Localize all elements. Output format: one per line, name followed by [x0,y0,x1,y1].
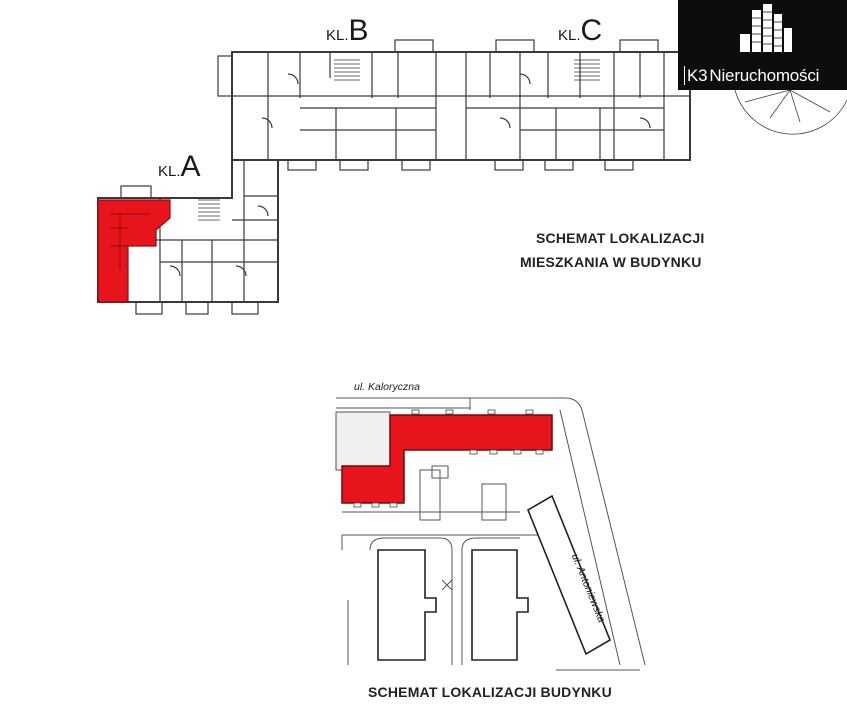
building-east [526,494,612,656]
stair-label-c: KL.C [558,14,602,48]
stair-label-a-prefix: KL. [158,163,181,180]
brand-wordmark: Nieruchomości [709,66,820,85]
building-west [377,549,437,661]
street-label-north: ul. Kaloryczna [354,381,420,393]
highlighted-building [341,414,553,504]
stair-label-a: KL.A [158,150,201,184]
compass-rose-icon [734,89,847,135]
highlighted-apartment [97,199,171,303]
site-plan-caption: SCHEMAT LOKALIZACJI BUDYNKU [368,684,612,700]
floor-plan-caption-line1: SCHEMAT LOKALIZACJI [536,230,705,246]
stair-label-c-letter: C [580,14,603,47]
stair-label-a-letter: A [180,150,201,183]
main-wing-outline [231,51,691,161]
city-skyline-icon [740,4,792,52]
floor-plan-caption-line2: MIESZKANIA W BUDYNKU [520,254,702,270]
brand-prefix: K3 [684,66,708,85]
stair-label-b-prefix: KL. [326,27,349,44]
stair-label-b: KL.B [326,14,369,48]
stair-label-b-letter: B [348,14,369,47]
building-middle [471,549,529,661]
stair-label-c-prefix: KL. [558,27,581,44]
